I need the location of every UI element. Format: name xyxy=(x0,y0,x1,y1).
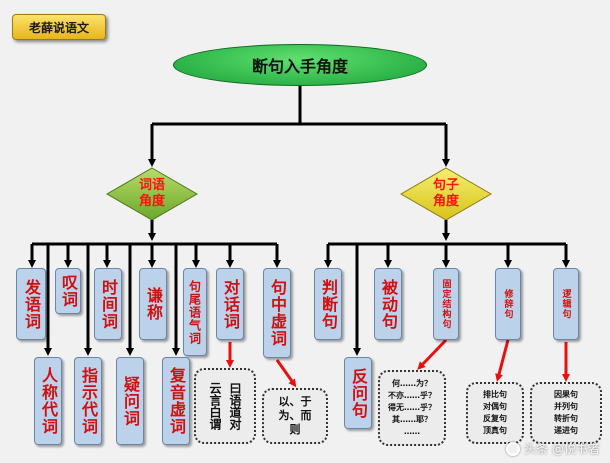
note-juzhongxuci: 以、于 为、而 则 xyxy=(262,388,328,444)
box-renchengdaici: 人称代词 xyxy=(34,357,62,445)
note-duihuaci: 曰语道对 云言白谓 xyxy=(194,368,256,444)
box-shijianci: 时间词 xyxy=(94,268,122,340)
box-duihuaci: 对话词 xyxy=(216,268,244,340)
box-panduanju: 判断句 xyxy=(314,268,342,340)
note-guding-line2: 不亦……乎？ xyxy=(388,391,436,400)
note-xiuci: 排比句 对偶句 反复句 顶真句 xyxy=(466,382,524,444)
note-xiuci-line4: 顶真句 xyxy=(483,426,507,435)
note-guding-line4: 其……耶？ xyxy=(392,415,432,424)
note-xiuci-line2: 对偶句 xyxy=(483,402,507,411)
box-qiancheng: 谦称 xyxy=(139,268,167,340)
note-duihuaci-col1: 云言白谓 xyxy=(208,382,222,430)
note-xiuci-line1: 排比句 xyxy=(483,390,507,399)
note-guding-line3: 得无……乎？ xyxy=(388,403,436,412)
author-badge: 老薛说语文 xyxy=(12,14,106,40)
note-luoji-line4: 递进句 xyxy=(554,426,578,435)
box-fuyinxuci: 复音虚词 xyxy=(162,357,190,445)
box-luoji: 逻辑句 xyxy=(553,268,579,340)
note-guding-line5: …… xyxy=(404,427,420,436)
box-fayuci: 发语词 xyxy=(16,268,46,340)
right-diamond-line1: 句子 xyxy=(432,178,459,193)
note-duihuaci-col2: 曰语道对 xyxy=(228,382,242,430)
note-luoji-line3: 转折句 xyxy=(554,414,578,423)
right-diamond-line2: 角度 xyxy=(432,194,459,209)
note-luoji-line2: 并列句 xyxy=(554,402,578,411)
box-yiwenci: 疑问词 xyxy=(116,357,144,445)
note-xuci-line3: 则 xyxy=(289,423,301,436)
note-guding: 何……为？ 不亦……乎？ 得无……乎？ 其……耶？ …… xyxy=(378,370,446,446)
note-xuci-line2: 为、而 xyxy=(278,409,312,422)
note-luoji: 因果句 并列句 转折句 递进句 xyxy=(530,382,602,444)
left-diamond-label: 词语 角度 xyxy=(122,178,182,210)
note-guding-line1: 何……为？ xyxy=(392,379,432,388)
watermark-icon xyxy=(506,441,521,456)
left-diamond-line2: 角度 xyxy=(138,194,165,209)
note-xuci-line1: 以、于 xyxy=(278,395,312,408)
note-luoji-line1: 因果句 xyxy=(554,390,578,399)
watermark-text: 头条 @悦书者 xyxy=(524,442,600,456)
box-fanwenju: 反问句 xyxy=(344,357,372,429)
right-diamond-label: 句子 角度 xyxy=(416,178,476,210)
box-xiuci: 修辞句 xyxy=(495,268,521,340)
box-juweiyuqici: 句尾语气词 xyxy=(183,268,207,356)
box-zhishidaici: 指示代词 xyxy=(74,357,102,445)
box-tanci: 叹词 xyxy=(55,268,81,314)
watermark: 头条 @悦书者 xyxy=(506,440,600,457)
left-diamond-line1: 词语 xyxy=(138,178,165,193)
diagram-title: 断句入手角度 xyxy=(173,44,427,86)
box-beidongju: 被动句 xyxy=(374,268,402,340)
note-xiuci-line3: 反复句 xyxy=(483,414,507,423)
box-juzhongxuci: 句中虚词 xyxy=(263,268,291,358)
box-guding: 固定结构句 xyxy=(433,268,459,340)
